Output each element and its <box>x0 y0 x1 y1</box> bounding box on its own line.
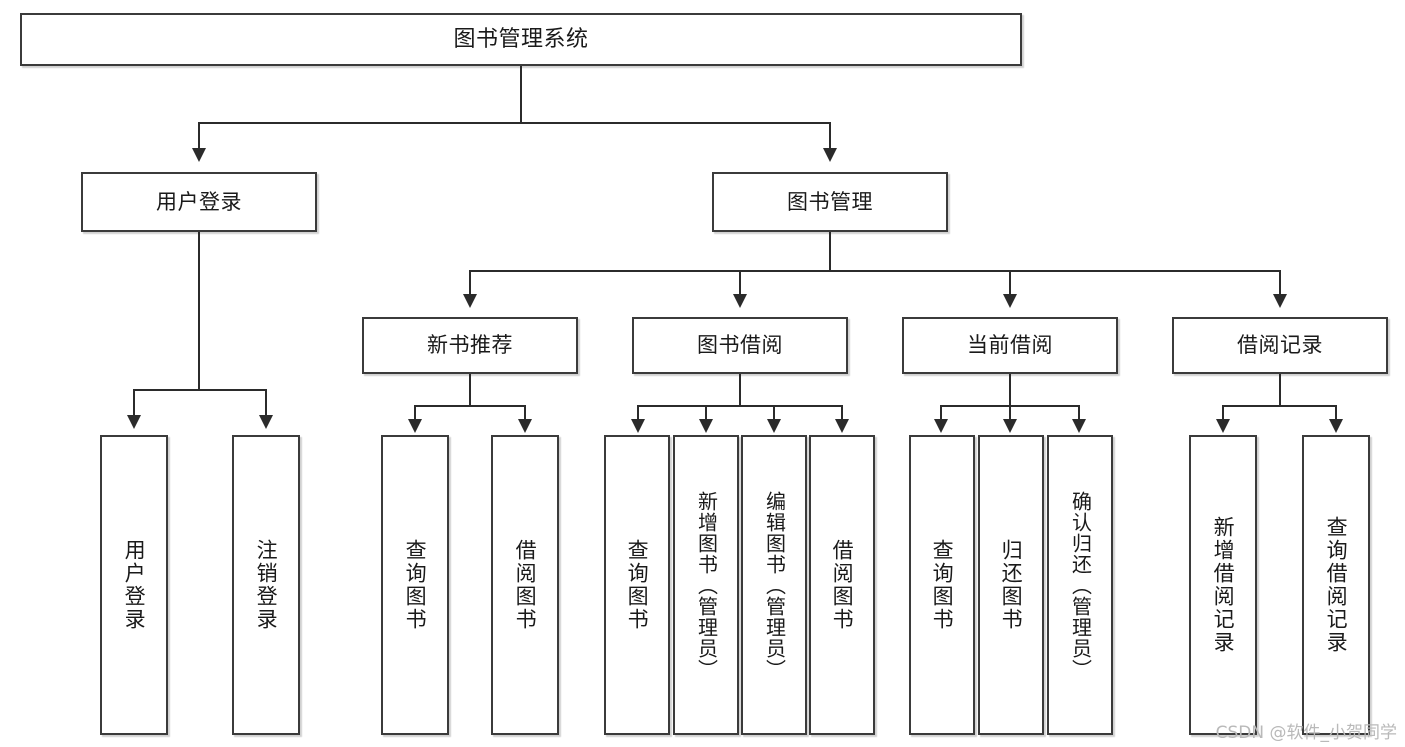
connector-br-bus <box>1222 405 1337 407</box>
leaf-edit-book-admin[interactable]: 编辑图书（管理员） <box>741 435 807 735</box>
arrow-to-leaf-edit-book <box>767 419 781 433</box>
leaf-query-book-current[interactable]: 查询图书 <box>909 435 975 735</box>
connector-cb-drop-3 <box>1078 405 1080 421</box>
connector-bb-drop-3 <box>773 405 775 421</box>
arrow-to-book-borrow <box>733 294 747 308</box>
connector-bb-drop-2 <box>705 405 707 421</box>
leaf-add-book-admin[interactable]: 新增图书（管理员） <box>673 435 739 735</box>
node-label: 注销登录 <box>254 539 279 631</box>
node-label: 图书借阅 <box>697 333 783 358</box>
node-label: 新增借阅记录 <box>1211 516 1236 654</box>
node-label: 归还图书 <box>999 539 1024 631</box>
leaf-return-book[interactable]: 归还图书 <box>978 435 1044 735</box>
connector-br-stem <box>1279 374 1281 406</box>
node-book-management[interactable]: 图书管理 <box>712 172 948 232</box>
node-borrow-record[interactable]: 借阅记录 <box>1172 317 1388 374</box>
node-label: 当前借阅 <box>967 333 1053 358</box>
leaf-query-book-borrow[interactable]: 查询图书 <box>604 435 670 735</box>
node-new-book-recommend[interactable]: 新书推荐 <box>362 317 578 374</box>
connector-cb-drop-2 <box>1009 405 1011 421</box>
connector-cb-stem <box>1009 374 1011 406</box>
leaf-query-borrow-record[interactable]: 查询借阅记录 <box>1302 435 1370 735</box>
connector-nbr-drop-1 <box>414 405 416 421</box>
node-label: 新增图书（管理员） <box>694 490 719 680</box>
node-label: 借阅图书 <box>513 539 538 631</box>
node-current-borrow[interactable]: 当前借阅 <box>902 317 1118 374</box>
arrow-to-leaf-query-book-3 <box>934 419 948 433</box>
leaf-user-login[interactable]: 用户登录 <box>100 435 168 735</box>
leaf-borrow-book-recommend[interactable]: 借阅图书 <box>491 435 559 735</box>
arrow-to-current-borrow <box>1003 294 1017 308</box>
node-label: 新书推荐 <box>427 333 513 358</box>
connector-nbr-bus <box>414 405 526 407</box>
connector-user-login-bus <box>133 389 266 391</box>
node-label: 查询图书 <box>403 539 428 631</box>
node-label: 编辑图书（管理员） <box>762 490 787 680</box>
connector-root-drop-1 <box>198 122 200 150</box>
node-label: 查询图书 <box>930 539 955 631</box>
leaf-query-book-recommend[interactable]: 查询图书 <box>381 435 449 735</box>
node-label: 图书管理 <box>787 189 873 214</box>
arrow-to-leaf-query-book-1 <box>408 419 422 433</box>
node-root-book-management-system[interactable]: 图书管理系统 <box>20 13 1022 66</box>
connector-bm-drop-2 <box>739 270 741 296</box>
connector-user-login-drop-2 <box>265 389 267 417</box>
arrow-to-leaf-borrow-book-1 <box>518 419 532 433</box>
node-user-login[interactable]: 用户登录 <box>81 172 317 232</box>
node-label: 用户登录 <box>122 539 147 631</box>
arrow-to-book-management <box>823 148 837 162</box>
arrow-to-leaf-query-record <box>1329 419 1343 433</box>
arrow-to-leaf-logout <box>259 415 273 429</box>
connector-nbr-stem <box>469 374 471 406</box>
arrow-to-leaf-user-login <box>127 415 141 429</box>
arrow-to-leaf-query-book-2 <box>631 419 645 433</box>
connector-book-management-bus <box>469 270 1281 272</box>
arrow-to-user-login <box>192 148 206 162</box>
connector-cb-drop-1 <box>940 405 942 421</box>
arrow-to-leaf-add-book <box>699 419 713 433</box>
node-label: 借阅图书 <box>830 539 855 631</box>
node-label: 确认归还（管理员） <box>1068 490 1093 680</box>
arrow-to-new-book-recommend <box>463 294 477 308</box>
connector-bm-drop-4 <box>1279 270 1281 296</box>
leaf-borrow-book[interactable]: 借阅图书 <box>809 435 875 735</box>
node-label: 查询借阅记录 <box>1324 516 1349 654</box>
csdn-watermark: CSDN @软件_小贺同学 <box>1215 723 1397 743</box>
node-label: 图书管理系统 <box>453 26 589 52</box>
connector-bm-drop-3 <box>1009 270 1011 296</box>
arrow-to-leaf-confirm-return <box>1072 419 1086 433</box>
connector-user-login-stem <box>198 232 200 390</box>
node-label: 查询图书 <box>625 539 650 631</box>
connector-root-bus <box>198 122 831 124</box>
connector-root-drop-2 <box>829 122 831 150</box>
arrow-to-leaf-borrow-book-2 <box>835 419 849 433</box>
connector-bm-drop-1 <box>469 270 471 296</box>
connector-root-stem <box>520 66 522 123</box>
connector-br-drop-1 <box>1222 405 1224 421</box>
leaf-logout[interactable]: 注销登录 <box>232 435 300 735</box>
node-label: 用户登录 <box>156 189 242 214</box>
connector-bb-drop-4 <box>841 405 843 421</box>
node-book-borrow[interactable]: 图书借阅 <box>632 317 848 374</box>
connector-br-drop-2 <box>1335 405 1337 421</box>
connector-bb-drop-1 <box>637 405 639 421</box>
connector-bb-stem <box>739 374 741 406</box>
arrow-to-leaf-add-record <box>1216 419 1230 433</box>
leaf-confirm-return-admin[interactable]: 确认归还（管理员） <box>1047 435 1113 735</box>
arrow-to-borrow-record <box>1273 294 1287 308</box>
connector-nbr-drop-2 <box>524 405 526 421</box>
connector-user-login-drop-1 <box>133 389 135 417</box>
node-label: 借阅记录 <box>1237 333 1323 358</box>
connector-book-management-stem <box>829 232 831 271</box>
leaf-add-borrow-record[interactable]: 新增借阅记录 <box>1189 435 1257 735</box>
connector-bb-bus <box>637 405 842 407</box>
arrow-to-leaf-return-book <box>1003 419 1017 433</box>
